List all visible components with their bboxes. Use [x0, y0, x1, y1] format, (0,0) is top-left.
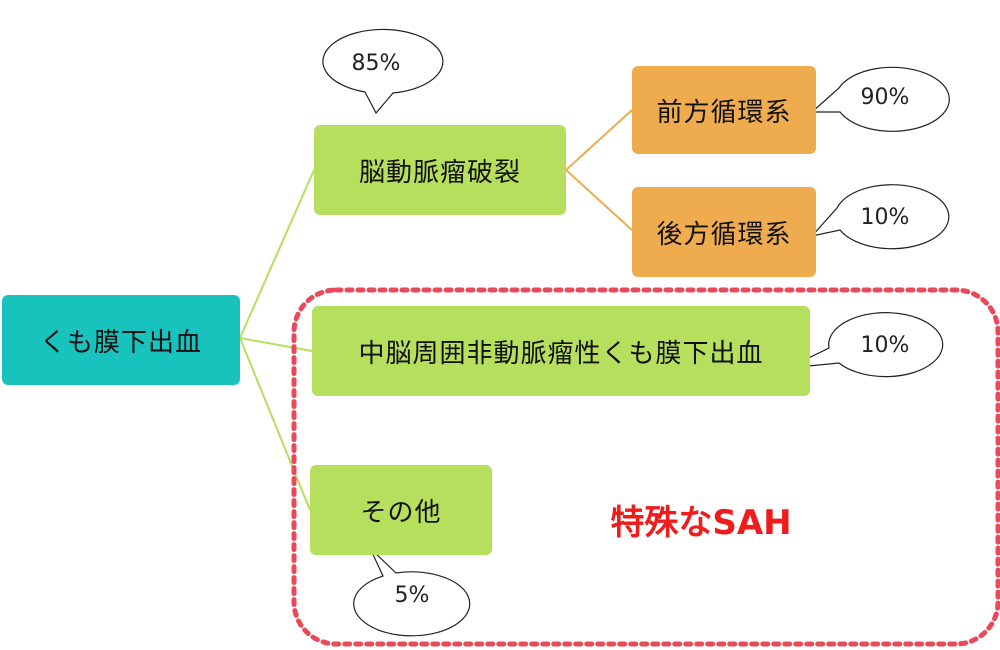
node-other-label: その他	[360, 497, 442, 528]
callout-perimesencephalic-percent: 10%	[860, 332, 910, 358]
special-sah-label: 特殊なSAH	[610, 502, 792, 543]
callout-anterior-percent: 90%	[860, 84, 910, 110]
connector-aneurysm-anterior	[565, 109, 633, 171]
node-anterior-circulation-label: 前方循環系	[656, 97, 792, 128]
node-subarachnoid-hemorrhage-label: くも膜下出血	[39, 327, 202, 358]
callout-anterior-bubble	[810, 66, 950, 132]
node-perimesencephalic-sah: 中脳周囲非動脈瘤性くも膜下出血	[312, 306, 810, 396]
callout-other-percent: 5%	[394, 582, 430, 608]
connector-root-perimesencephalic	[239, 337, 313, 352]
connector-root-aneurysm	[239, 169, 315, 339]
node-subarachnoid-hemorrhage: くも膜下出血	[2, 295, 240, 385]
node-aneurysm-rupture-label: 脳動脈瘤破裂	[358, 157, 521, 188]
node-aneurysm-rupture: 脳動脈瘤破裂	[314, 125, 566, 215]
connector-aneurysm-posterior	[565, 169, 633, 231]
node-anterior-circulation: 前方循環系	[632, 66, 816, 154]
node-perimesencephalic-sah-label: 中脳周囲非動脈瘤性くも膜下出血	[358, 338, 764, 369]
callout-perimesencephalic-bubble	[787, 312, 944, 378]
callout-aneurysm-bubble	[322, 28, 444, 115]
connector-root-other	[239, 337, 311, 511]
callout-posterior-bubble	[810, 184, 950, 250]
node-posterior-circulation: 後方循環系	[632, 187, 816, 277]
callout-posterior-percent: 10%	[860, 204, 910, 230]
node-other: その他	[310, 465, 492, 555]
node-posterior-circulation-label: 後方循環系	[656, 219, 792, 250]
callout-aneurysm-percent: 85%	[351, 50, 401, 76]
special-sah-region	[291, 287, 1000, 647]
callout-other-bubble	[353, 547, 471, 637]
